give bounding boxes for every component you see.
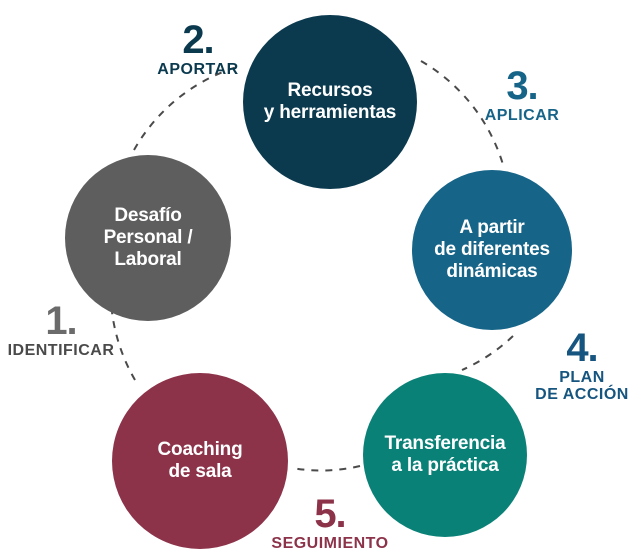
node-4-label: Transferencia a la práctica xyxy=(384,432,506,476)
step-tag-identificar: 1. IDENTIFICAR xyxy=(2,299,120,359)
node-recursos-y-herramientas[interactable]: Recursos y herramientas xyxy=(243,15,417,189)
node-1-label: Desafío Personal / Laboral xyxy=(103,204,193,271)
connector-arc-3-4 xyxy=(461,335,514,371)
step-tag-plan-de-accion: 4. PLAN DE ACCIÓN xyxy=(530,326,634,404)
step-1-caption: IDENTIFICAR xyxy=(7,341,115,359)
step-2-caption: APORTAR xyxy=(157,60,239,78)
step-3-caption: APLICAR xyxy=(484,106,560,124)
node-5-label: Coaching de sala xyxy=(157,438,243,482)
connector-arc-1-2 xyxy=(133,65,241,151)
step-3-number: 3. xyxy=(506,64,538,108)
step-tag-aplicar: 3. APLICAR xyxy=(472,64,572,124)
step-1-number: 1. xyxy=(45,299,77,343)
node-a-partir-de-diferentes-dinamicas[interactable]: A partir de diferentes dinámicas xyxy=(412,170,572,330)
node-3-label: A partir de diferentes dinámicas xyxy=(434,216,550,283)
step-5-caption: SEGUIMIENTO xyxy=(271,534,389,552)
connector-arc-4-5 xyxy=(291,465,361,472)
step-4-number: 4. xyxy=(566,326,598,370)
node-2-label: Recursos y herramientas xyxy=(263,79,397,123)
step-5-number: 5. xyxy=(314,492,346,536)
step-tag-seguimiento: 5. SEGUIMIENTO xyxy=(263,492,397,552)
node-transferencia-a-la-practica[interactable]: Transferencia a la práctica xyxy=(363,373,527,537)
node-desafio-personal-laboral[interactable]: Desafío Personal / Laboral xyxy=(65,155,231,321)
step-tag-aportar: 2. APORTAR xyxy=(152,18,244,78)
node-coaching-de-sala[interactable]: Coaching de sala xyxy=(112,373,288,549)
step-4-caption: PLAN DE ACCIÓN xyxy=(535,368,629,404)
step-2-number: 2. xyxy=(182,18,214,62)
